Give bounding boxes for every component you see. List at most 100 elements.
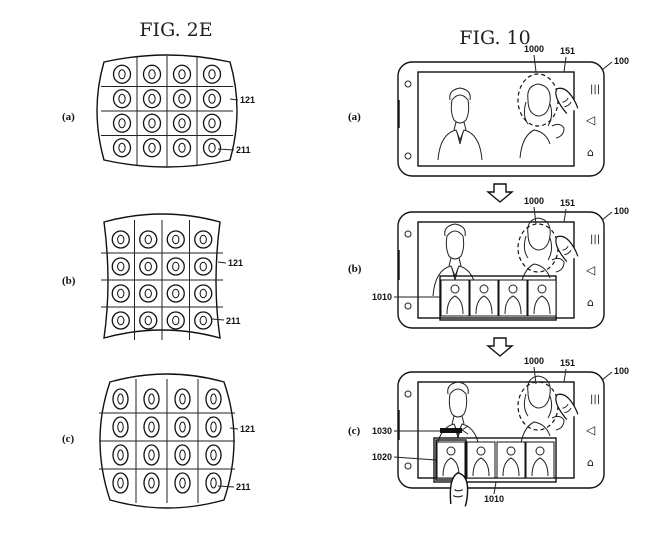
phone-b: (b) ||| ◁ ⌂ 1000 151 100 1010 (348, 196, 629, 329)
phone-body-a (397, 61, 605, 177)
ref-100-a: 100 (614, 56, 629, 66)
lens-element (139, 311, 158, 330)
lens-array-a: (a) 121 211 (62, 54, 255, 168)
lens-element (166, 257, 185, 276)
svg-text:|||: ||| (590, 234, 600, 245)
lens-element (139, 230, 158, 249)
panel-label-2e-c: (c) (62, 433, 75, 445)
phone-screen-b (417, 221, 575, 319)
lens-array-b: (b) 121 211 (62, 213, 243, 340)
lens-element (202, 89, 222, 109)
ref-1030-c: 1030 (372, 426, 392, 436)
phone-a: (a) ||| ◁ ⌂ 1000 151 100 (348, 44, 629, 177)
panel-label-10-c: (c) (348, 425, 361, 437)
ref-1000-a: 1000 (524, 44, 544, 54)
lens-element (174, 388, 191, 410)
svg-text:⌂: ⌂ (587, 296, 594, 309)
ref-211-c: 211 (236, 482, 251, 492)
ref-121-b: 121 (228, 258, 243, 268)
lens-element (111, 257, 130, 276)
lens-element (174, 416, 191, 438)
lens-element (111, 284, 130, 303)
lens-element (194, 284, 213, 303)
lens-element (112, 138, 132, 158)
camera-icon (404, 80, 412, 88)
lens-array-panels: (a) 121 211 (b) 121 211 (c) 121 211 (62, 54, 255, 509)
lens-element (172, 64, 192, 84)
ref-100-c: 100 (614, 366, 629, 376)
lens-element (172, 89, 192, 109)
lens-element (142, 138, 162, 158)
lens-element (112, 472, 129, 494)
lens-element (205, 444, 222, 466)
lens-element (172, 113, 192, 133)
ref-1010-b: 1010 (372, 292, 392, 302)
ref-211-b: 211 (226, 316, 241, 326)
phone-panels: (a) ||| ◁ ⌂ 1000 151 100 (b) (348, 44, 629, 508)
lens-element (172, 138, 192, 158)
phone-screen-c (417, 381, 575, 479)
phone-body-c (397, 371, 605, 489)
lens-element (142, 64, 162, 84)
lens-element (205, 472, 222, 494)
lens-element (112, 416, 129, 438)
menu-icon: ||| (590, 84, 600, 95)
lens-element (166, 311, 185, 330)
lens-element (143, 388, 160, 410)
home-icon: ⌂ (587, 146, 594, 159)
lens-element (143, 444, 160, 466)
ref-211-a: 211 (236, 145, 251, 155)
ref-151-b: 151 (560, 198, 575, 208)
lens-element (202, 113, 222, 133)
lens-grid-c (99, 379, 235, 503)
ref-151-c: 151 (560, 358, 575, 368)
fig-10-title: FIG. 10 (459, 27, 530, 49)
lens-element (166, 230, 185, 249)
face-selection-1000 (517, 73, 559, 127)
lens-element (112, 89, 132, 109)
svg-text:◁: ◁ (585, 423, 595, 437)
panel-label-2e-b: (b) (62, 275, 76, 287)
lens-element (143, 472, 160, 494)
ref-1020-c: 1020 (372, 452, 392, 462)
down-arrow-2 (486, 337, 514, 357)
panel-label-10-a: (a) (348, 111, 361, 123)
svg-text:⌂: ⌂ (587, 456, 594, 469)
lens-element (112, 64, 132, 84)
lens-element (112, 444, 129, 466)
phone-screen-a (417, 71, 575, 167)
ref-100-b: 100 (614, 206, 629, 216)
lens-grid-b (101, 220, 223, 340)
ref-1010-c: 1010 (484, 494, 504, 504)
lens-element (166, 284, 185, 303)
lens-element (112, 113, 132, 133)
lens-element (202, 64, 222, 84)
lens-element (205, 388, 222, 410)
lens-element (174, 444, 191, 466)
panel-label-2e-a: (a) (62, 111, 75, 123)
lens-element (111, 311, 130, 330)
fig-2e-title: FIG. 2E (139, 19, 212, 41)
lens-element (139, 284, 158, 303)
lens-element (205, 416, 222, 438)
svg-text:|||: ||| (590, 394, 600, 405)
phone-body-b (397, 211, 605, 329)
lens-element (174, 472, 191, 494)
ref-151-a: 151 (560, 46, 575, 56)
lens-grid-a (101, 56, 233, 166)
sensor-icon (404, 152, 412, 160)
ref-121-a: 121 (240, 95, 255, 105)
ref-121-c: 121 (240, 424, 255, 434)
lens-element (143, 416, 160, 438)
lens-element (111, 230, 130, 249)
lens-element (194, 230, 213, 249)
lens-element (194, 311, 213, 330)
ref-1000-c: 1000 (524, 356, 544, 366)
lens-element (142, 89, 162, 109)
drag-indicator-1030 (440, 428, 462, 433)
panel-label-10-b: (b) (348, 263, 362, 275)
lens-array-c: (c) 121 211 (62, 373, 255, 509)
lens-element (139, 257, 158, 276)
lens-element (112, 388, 129, 410)
